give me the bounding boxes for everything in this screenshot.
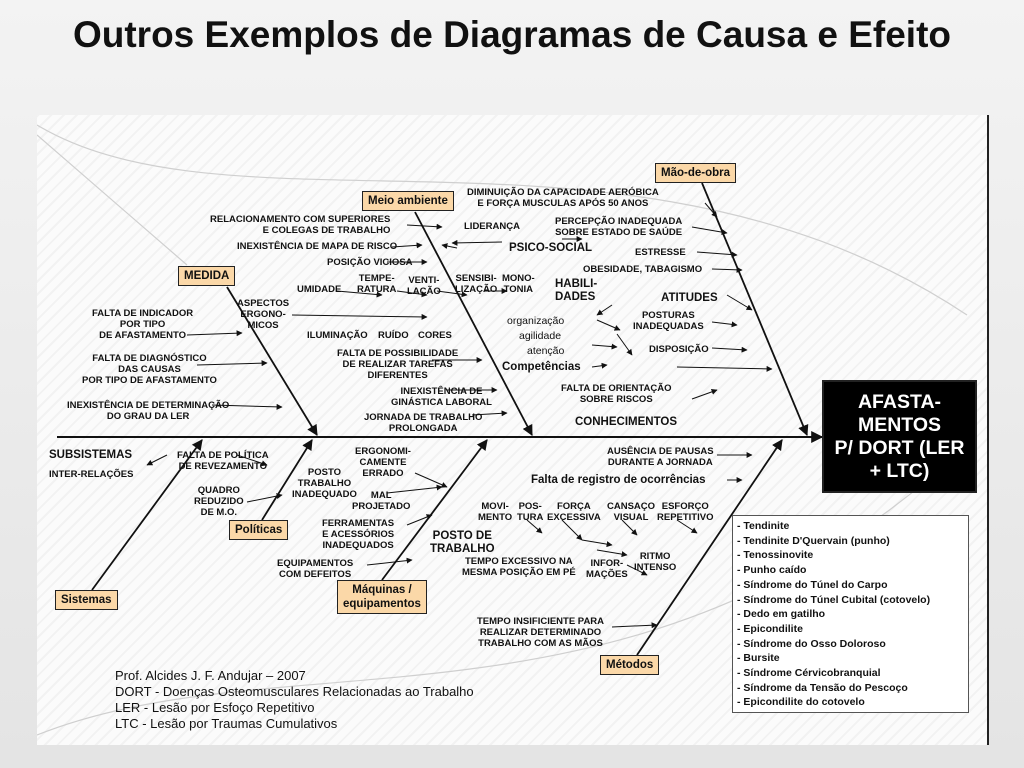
footer-dort: DORT - Doenças Osteomusculares Relaciona…	[115, 684, 474, 699]
disease-item: - Síndrome da Tensão do Pescoço	[737, 681, 908, 694]
disease-item: - Tendinite D'Quervain (punho)	[737, 534, 890, 547]
cause-arrows	[146, 202, 773, 629]
cause-ritmo: RITMO INTENSO	[634, 551, 677, 573]
cause-atencao: atenção	[527, 345, 565, 357]
bone-sistemas	[91, 439, 203, 591]
cause-agilidade: agilidade	[519, 330, 562, 342]
cause-relacionamento: RELACIONAMENTO COM SUPERIORES E COLEGAS …	[210, 214, 391, 236]
cause-falta-indicador: FALTA DE INDICADOR POR TIPO DE AFASTAMEN…	[92, 308, 194, 341]
disease-item: - Síndrome Cérvicobranquial	[737, 667, 881, 680]
cause-postura: POS- TURA	[517, 501, 544, 523]
cause-ginastica: INEXISTÊNCIA DE GINÁSTICA LABORAL	[391, 386, 492, 408]
category-sistemas: Sistemas	[55, 590, 118, 610]
cause-movimento: MOVI- MENTO	[478, 501, 513, 523]
cause-equipamentos: EQUIPAMENTOS COM DEFEITOS	[277, 558, 354, 580]
cause-ruido: RUÍDO	[378, 330, 409, 341]
fish-outline-top	[37, 124, 968, 316]
cause-obesidade: OBESIDADE, TABAGISMO	[583, 264, 703, 275]
cause-ausencia-pausas: AUSÊNCIA DE PAUSAS DURANTE A JORNADA	[607, 446, 714, 468]
cause-esforco: ESFORÇO REPETITIVO	[657, 501, 714, 523]
diagram-lines	[37, 124, 968, 736]
cause-tempo-excessivo: TEMPO EXCESSIVO NA MESMA POSIÇÃO EM PÉ	[462, 556, 576, 578]
footer-ltc: LTC - Lesão por Traumas Cumulativos	[115, 716, 338, 731]
disease-item: - Tenossinovite	[737, 549, 814, 562]
cause-cores: CORES	[418, 330, 452, 341]
cause-falta-politica: FALTA DE POLÍTICA DE REVEZAMENTO	[177, 450, 269, 472]
disease-item: - Tendinite	[737, 520, 790, 532]
cause-ventilacao: VENTI- LAÇÃO	[407, 275, 441, 297]
disease-list: - Tendinite - Tendinite D'Quervain (punh…	[732, 515, 969, 713]
cause-posicao-viciosa: POSIÇÃO VICIOSA	[327, 257, 413, 268]
category-meio-ambiente: Meio ambiente	[362, 191, 454, 211]
category-mao-de-obra: Mão-de-obra	[655, 163, 736, 183]
bone-politicas	[261, 439, 313, 521]
footer-author: Prof. Alcides J. F. Andujar – 2007	[115, 668, 306, 683]
cause-atitudes: ATITUDES	[661, 292, 718, 304]
cause-competencias: Competências	[502, 361, 581, 373]
cause-informacoes: INFOR- MAÇÕES	[586, 558, 628, 580]
fishbone-diagram: Mão-de-obra Meio ambiente MEDIDA Sistema…	[37, 115, 989, 745]
cause-falta-diagnostico: FALTA DE DIAGNÓSTICO DAS CAUSAS POR TIPO…	[82, 353, 217, 386]
bone-mao-de-obra	[701, 182, 809, 436]
category-metodos: Métodos	[600, 655, 660, 675]
cause-iluminacao: ILUMINAÇÃO	[307, 330, 368, 341]
cause-falta-registro: Falta de registro de ocorrências	[531, 474, 706, 486]
cause-habilidades: HABILI- DADES	[555, 278, 598, 303]
cause-falta-orientacao: FALTA DE ORIENTAÇÃO SOBRE RISCOS	[561, 383, 672, 405]
cause-posto-inadequado: POSTO TRABALHO INADEQUADO	[292, 467, 357, 500]
cause-disposicao: DISPOSIÇÃO	[649, 344, 709, 355]
disease-item: - Bursite	[737, 652, 780, 665]
category-maquinas: Máquinas / equipamentos	[337, 580, 427, 614]
cause-inexistencia-determinacao: INEXISTÊNCIA DE DETERMINAÇÃO DO GRAU DA …	[67, 400, 230, 422]
cause-temperatura: TEMPE- RATURA	[357, 273, 397, 295]
cause-subsistemas: SUBSISTEMAS	[49, 449, 133, 461]
cause-jornada: JORNADA DE TRABALHO PROLONGADA	[364, 412, 483, 434]
cause-monotonia: MONO- TONIA	[502, 273, 535, 295]
cause-estresse: ESTRESSE	[635, 247, 686, 258]
footer-ler: LER - Lesão por Esfoço Repetitivo	[115, 700, 315, 715]
bone-meio-ambiente	[414, 211, 533, 436]
cause-aspectos: ASPECTOS ERGONO- MICOS	[237, 298, 290, 331]
bone-medida	[226, 286, 318, 436]
disease-item: - Epicondilite do cotovelo	[737, 696, 865, 709]
disease-item: - Síndrome do Osso Doloroso	[737, 637, 886, 650]
cause-ergonomicamente: ERGONOMI- CAMENTE ERRADO	[355, 446, 411, 479]
cause-posto-de-trabalho: POSTO DE TRABALHO	[430, 530, 495, 555]
cause-mapa-risco: INEXISTÊNCIA DE MAPA DE RISCO	[237, 241, 398, 252]
disease-item: - Síndrome do Túnel do Carpo	[737, 578, 888, 591]
cause-percepcao: PERCEPÇÃO INADEQUADA SOBRE ESTADO DE SAÚ…	[555, 216, 683, 238]
bone-maquinas	[381, 439, 488, 581]
footer-notes: Prof. Alcides J. F. Andujar – 2007 DORT …	[115, 668, 474, 732]
cause-mal-projetado: MAL PROJETADO	[352, 490, 411, 512]
cause-ferramentas: FERRAMENTAS E ACESSÓRIOS INADEQUADOS	[322, 518, 395, 551]
disease-item: - Epicondilite	[737, 622, 803, 635]
slide-title: Outros Exemplos de Diagramas de Causa e …	[72, 14, 951, 55]
cause-umidade: UMIDADE	[297, 284, 342, 295]
cause-posturas: POSTURAS INADEQUADAS	[633, 310, 704, 332]
cause-lideranca: LIDERANÇA	[464, 221, 520, 232]
cause-forca: FORÇA EXCESSIVA	[547, 501, 601, 523]
cause-capacidade: DIMINUIÇÃO DA CAPACIDADE AERÓBICA E FORÇ…	[467, 187, 659, 209]
disease-item: - Dedo em gatilho	[737, 608, 826, 621]
effect-head: AFASTA- MENTOS P/ DORT (LER + LTC)	[822, 380, 977, 493]
cause-tempo-insuficiente: TEMPO INSIFICIENTE PARA REALIZAR DETERMI…	[477, 616, 605, 649]
disease-item: - Síndrome do Túnel Cubital (cotovelo)	[737, 593, 931, 606]
disease-item: - Punho caído	[737, 564, 807, 577]
cause-organizacao: organização	[507, 315, 565, 327]
cause-falta-possibilidade: FALTA DE POSSIBILIDADE DE REALIZAR TAREF…	[337, 348, 459, 381]
category-politicas: Políticas	[229, 520, 289, 540]
cause-inter-relacoes: INTER-RELAÇÕES	[49, 469, 134, 480]
cause-cansaco: CANSAÇO VISUAL	[607, 501, 656, 523]
cause-conhecimentos: CONHECIMENTOS	[575, 416, 678, 428]
cause-quadro: QUADRO REDUZIDO DE M.O.	[194, 485, 244, 518]
fish-tail-top	[37, 134, 188, 266]
category-medida: MEDIDA	[178, 266, 236, 286]
cause-psico-social: PSICO-SOCIAL	[509, 242, 593, 254]
cause-sensibilizacao: SENSIBI- LIZAÇÃO	[455, 273, 498, 295]
bone-metodos	[636, 439, 783, 656]
